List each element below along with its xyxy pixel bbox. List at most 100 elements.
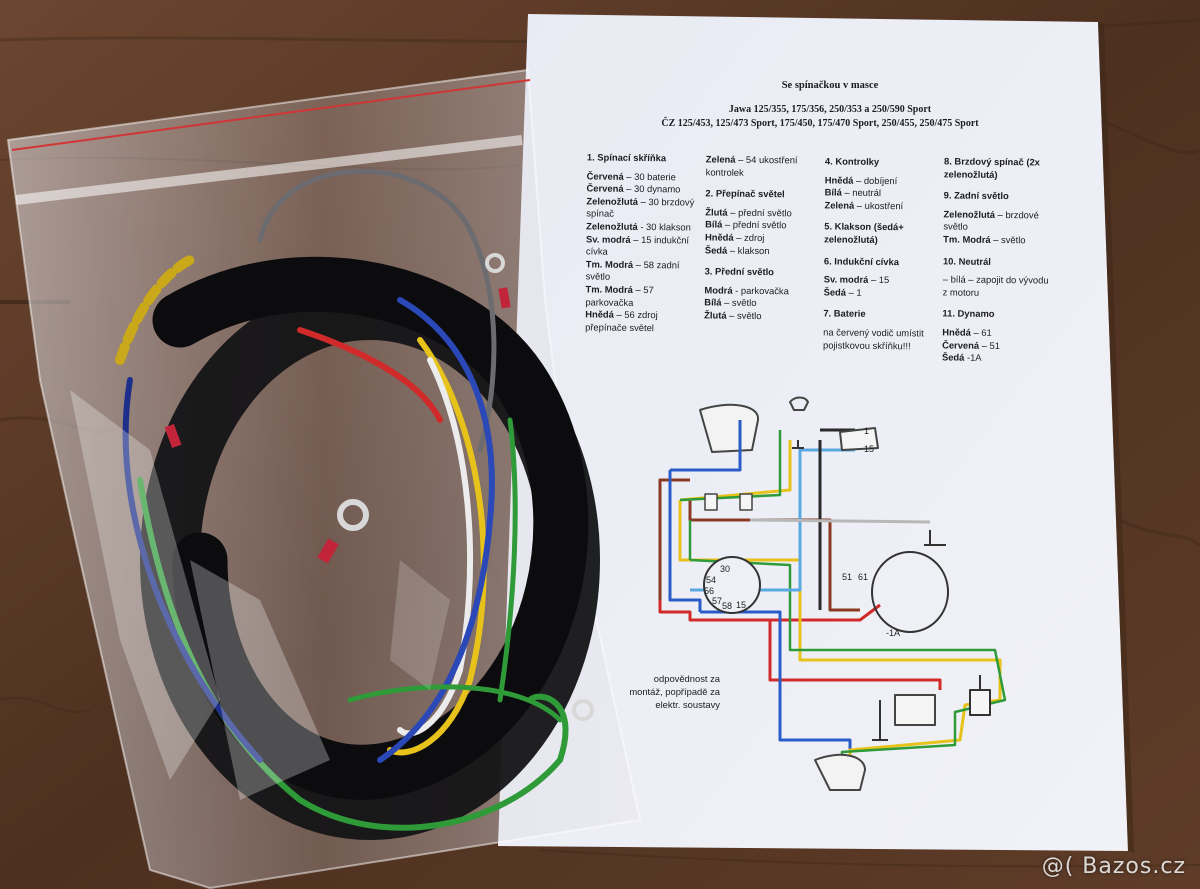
wire-color-name: Modrá — [704, 284, 733, 296]
wire-legend-item: Červená – 30 baterie — [587, 170, 699, 184]
blue-wire — [377, 297, 495, 763]
terminal-label: 1 — [864, 426, 869, 436]
wire-color-name: Tm. Modrá — [585, 283, 633, 295]
wire-color-name: Šedá — [941, 351, 965, 363]
wire-description: – 51 — [979, 339, 1001, 351]
brake-switch-symbol — [969, 675, 991, 716]
wire-color-name: Sv. modrá — [585, 232, 631, 245]
wire-color-name: Sv. modrá — [823, 273, 869, 286]
wire-legend-item: Červená – 51 — [942, 339, 1054, 353]
liability-disclaimer: odpovědnost za montáž, popřípadě za elek… — [610, 672, 720, 711]
wire-color-name: Hnědá — [704, 231, 734, 243]
wire-blue — [668, 420, 852, 760]
wire-color-name: Bílá — [704, 296, 722, 308]
disclaimer-line: elektr. soustavy — [655, 699, 720, 710]
wire-color-name: Šedá — [704, 243, 728, 256]
connector-block-1 — [704, 493, 718, 511]
section-heading: 7. Baterie — [823, 307, 866, 320]
wire-description: – přední světlo — [722, 218, 787, 231]
red-crimp-connector — [317, 538, 339, 564]
terminal-label: -1A — [886, 628, 900, 638]
wire-description: na červený vodič umístit pojistkovou skř… — [822, 326, 924, 351]
sheet-subtitle-jawa: Jawa 125/355, 175/356, 250/353 a 250/590… — [728, 104, 932, 115]
section-heading: 10. Neutrál — [942, 254, 991, 267]
wire-legend-item: Sv. modrá – 15 — [824, 274, 936, 288]
disclaimer-line: montáž, popřípadě za — [629, 686, 720, 697]
section-heading: 3. Přední světlo — [704, 265, 775, 278]
horn-symbol — [839, 427, 879, 451]
tail-light-symbol — [814, 753, 866, 791]
bag-reflections — [70, 390, 450, 800]
wire-color-name: Tm. Modrá — [943, 233, 991, 245]
wire-color-name: Červená — [586, 170, 624, 182]
dynamo-symbol — [871, 551, 949, 633]
wire-legend-item: Zelená – ukostření — [824, 199, 936, 213]
wire-color-name: Hnědá — [585, 308, 614, 320]
bag-zip-seal — [11, 79, 531, 151]
grey-wire-loop — [257, 168, 497, 453]
wire-legend-item: Hnědá – zdroj — [705, 231, 817, 245]
wire-legend-item: Šedá – klakson — [705, 244, 817, 258]
wire-legend-item: Zelenožlutá - 30 klakson — [586, 220, 698, 234]
red-crimp-connector — [164, 423, 182, 449]
wire-legend-item: Zelená – 54 ukostření kontrolek — [706, 153, 818, 179]
yellow-wire — [387, 337, 487, 756]
wire-legend-item: Hnědá – dobíjení — [825, 174, 937, 188]
wire-description: – 30 dynamo — [623, 182, 681, 195]
terminal-label: 30 — [720, 564, 730, 574]
wire-legend-item: Sv. modrá – 15 indukční cívka — [586, 233, 698, 259]
wire-description: – světlo — [726, 309, 762, 321]
wire-color-name: Zelenožlutá — [586, 195, 639, 207]
wire-legend-item: Hnědá – 61 — [942, 326, 1054, 340]
wire-color-name: Zelenožlutá — [586, 220, 638, 232]
headlight-symbol — [699, 403, 760, 453]
yellow-black-wire — [115, 255, 195, 365]
connector-block-2 — [739, 493, 753, 511]
legend-column-4: 8. Brzdový spínač (2x zelenožlutá)9. Zad… — [942, 155, 1056, 365]
wire-legend-item: Šedá – 1 — [824, 286, 936, 300]
wiring-harness — [115, 168, 600, 840]
wire-legend-item: na červený vodič umístit pojistkovou skř… — [823, 326, 935, 352]
disclaimer-line: odpovědnost za — [653, 673, 720, 684]
white-wire — [397, 357, 473, 737]
wire-description: - 30 klakson — [637, 220, 691, 233]
wire-color-name: Zelenožlutá — [943, 208, 996, 220]
wire-legend-item: Bílá – přední světlo — [705, 219, 817, 233]
wire-color-name: Žlutá — [705, 206, 728, 218]
terminal-label: 15 — [736, 600, 746, 610]
battery-symbol — [894, 694, 936, 726]
wire-color-name: Bílá — [824, 186, 842, 198]
wire-description: – 1 — [845, 286, 862, 298]
terminal-label: 57 — [712, 596, 722, 606]
wire-legend-item: Tm. Modrá – 57 parkovačka — [585, 283, 697, 309]
neutral-switch-symbol — [924, 530, 946, 546]
wire-legend-item: Zelenožlutá – 30 brzdový spínač — [586, 195, 698, 221]
green-wire-3 — [497, 417, 518, 703]
wire-legend-item: Zelenožlutá – brzdové světlo — [943, 208, 1055, 234]
section-heading: 5. Klakson (šedá+ zelenožlutá) — [824, 220, 904, 245]
wire-description: – 61 — [970, 326, 992, 338]
green-wire — [137, 477, 569, 831]
front-bulb-symbol — [789, 396, 809, 411]
wiring-diagram — [658, 396, 1007, 791]
wire-description: – světlo — [990, 233, 1026, 246]
wire-legend-item: Červená – 30 dynamo — [586, 183, 698, 197]
red-crimp-connector — [498, 287, 511, 309]
wire-description: – 30 baterie — [623, 170, 676, 182]
wire-description: – 15 — [868, 274, 890, 286]
terminal-label: 61 — [858, 572, 868, 582]
wire-description: – dobíjení — [853, 174, 898, 186]
section-heading: 6. Indukční cívka — [823, 254, 900, 267]
battery-ground — [872, 700, 888, 741]
blue-wire-2 — [122, 377, 263, 763]
wire-color-name: Šedá — [823, 286, 847, 298]
wire-color-name: Hnědá — [942, 326, 971, 338]
wire-legend-item: – bílá – zapojit do vývodu z motoru — [943, 274, 1055, 300]
terminal-label: 15 — [864, 444, 874, 454]
wire-description: – světlo — [721, 296, 757, 309]
section-heading: 11. Dynamo — [942, 307, 995, 320]
